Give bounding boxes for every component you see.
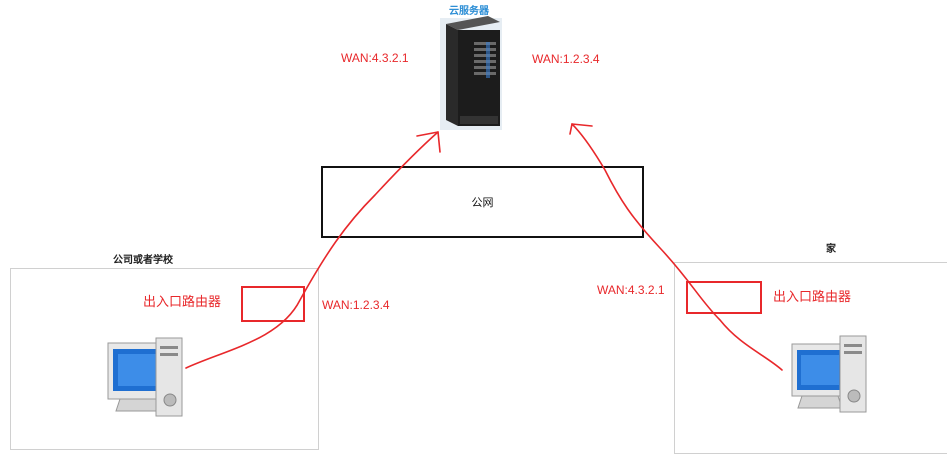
company-router-box — [241, 286, 305, 322]
internet-label: 公网 — [471, 196, 494, 209]
internet-box: 公网 — [321, 166, 644, 238]
home-wan-label: WAN:4.3.2.1 — [597, 283, 665, 297]
company-computer-icon — [107, 337, 183, 417]
home-to-server-arrow — [571, 123, 783, 371]
home-arrowhead — [569, 123, 593, 135]
home-title: 家 — [826, 244, 836, 255]
cloud-wan-left-label: WAN:4.3.2.1 — [341, 51, 409, 65]
company-to-server-arrow — [185, 131, 439, 369]
company-router-label: 出入口路由器 — [143, 294, 222, 309]
home-router-box — [686, 281, 762, 314]
home-computer-icon — [791, 335, 867, 413]
cloud-server-title: 云服务器 — [449, 6, 489, 17]
company-title: 公司或者学校 — [113, 255, 173, 266]
cloud-wan-right-label: WAN:1.2.3.4 — [532, 52, 600, 66]
company-wan-label: WAN:1.2.3.4 — [322, 298, 390, 312]
company-arrowhead — [416, 131, 441, 153]
server-icon — [440, 16, 502, 130]
home-router-label: 出入口路由器 — [773, 289, 852, 304]
